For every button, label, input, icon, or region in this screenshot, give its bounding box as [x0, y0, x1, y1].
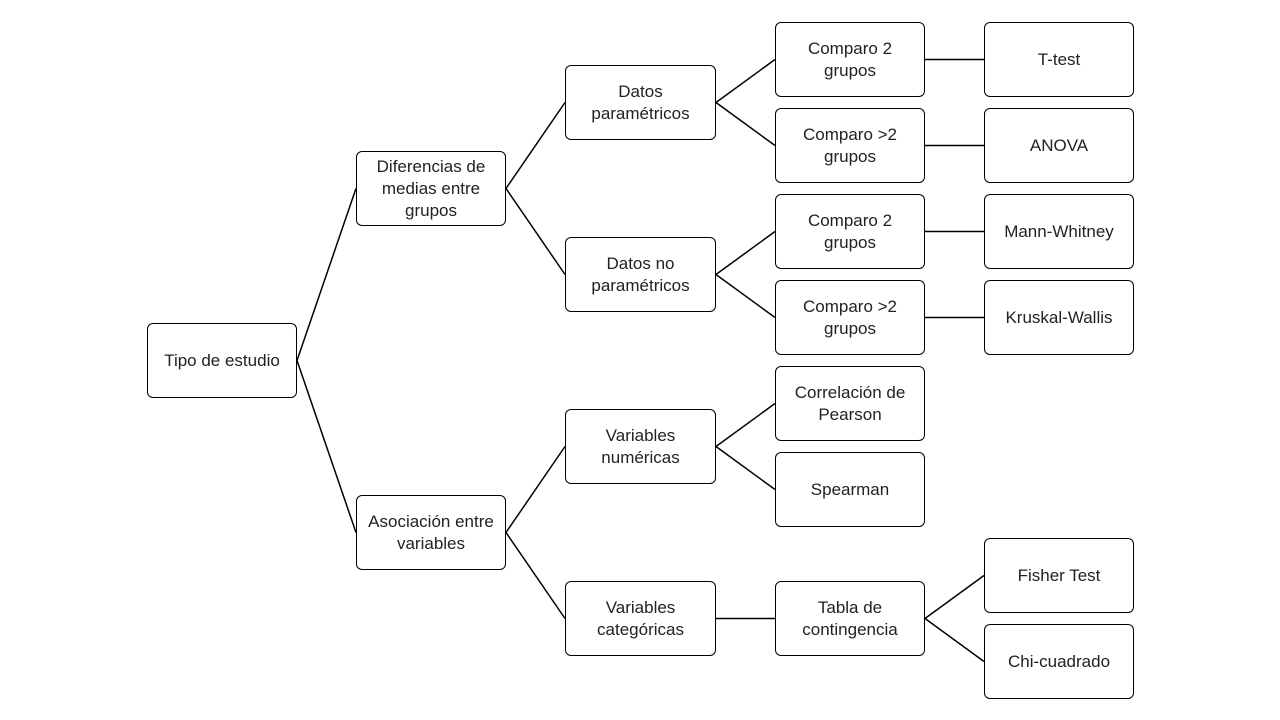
node-parametric-compare-2-groups: Comparo 2 grupos	[775, 22, 925, 97]
connector-diferencias-to-no_parametricos	[505, 188, 566, 275]
node-parametric-compare-more-groups: Comparo >2 grupos	[775, 108, 925, 183]
connector-no_parametricos-to-noparam_mas2	[715, 273, 776, 319]
node-label: Tabla de contingencia	[802, 597, 898, 639]
connector-asociacion-to-categoricas	[505, 532, 566, 619]
node-nonparametric-compare-2-groups: Comparo 2 grupos	[775, 194, 925, 269]
connector-numericas-to-pearson	[715, 402, 776, 448]
node-variables-categoricas: Variables categóricas	[565, 581, 716, 656]
node-variables-numericas: Variables numéricas	[565, 409, 716, 484]
node-fisher-test: Fisher Test	[984, 538, 1134, 613]
node-label: Asociación entre variables	[368, 511, 494, 553]
node-label: Diferencias de medias entre grupos	[376, 156, 486, 220]
node-label: Datos paramétricos	[591, 81, 690, 123]
node-kruskal-wallis: Kruskal-Wallis	[984, 280, 1134, 355]
node-diferencias-de-medias: Diferencias de medias entre grupos	[356, 151, 506, 226]
node-label: T-test	[1037, 49, 1081, 69]
node-label: Fisher Test	[1017, 565, 1101, 585]
connector-asociacion-to-numericas	[505, 446, 566, 533]
node-label: Variables numéricas	[601, 425, 680, 467]
node-label: Variables categóricas	[597, 597, 684, 639]
node-datos-parametricos: Datos paramétricos	[565, 65, 716, 140]
node-correlacion-de-pearson: Correlación de Pearson	[775, 366, 925, 441]
node-label: Kruskal-Wallis	[1005, 307, 1113, 327]
node-datos-no-parametricos: Datos no paramétricos	[565, 237, 716, 312]
node-label: Comparo 2 grupos	[807, 210, 893, 252]
node-label: Comparo >2 grupos	[802, 124, 898, 166]
node-label: Chi-cuadrado	[1007, 651, 1111, 671]
connector-diferencias-to-parametricos	[505, 102, 566, 189]
node-anova: ANOVA	[984, 108, 1134, 183]
connector-parametricos-to-param_mas2	[715, 101, 776, 147]
node-tabla-de-contingencia: Tabla de contingencia	[775, 581, 925, 656]
connector-contingencia-to-fisher	[924, 574, 985, 620]
node-spearman: Spearman	[775, 452, 925, 527]
connector-no_parametricos-to-noparam_2	[715, 230, 776, 276]
node-label: Spearman	[810, 479, 890, 499]
node-label: Mann-Whitney	[1004, 221, 1114, 241]
node-asociacion-entre-variables: Asociación entre variables	[356, 495, 506, 570]
node-label: Datos no paramétricos	[591, 253, 690, 295]
node-label: Tipo de estudio	[164, 350, 280, 370]
node-label: Comparo 2 grupos	[807, 38, 893, 80]
node-nonparametric-compare-more-groups: Comparo >2 grupos	[775, 280, 925, 355]
connector-root-to-diferencias	[296, 188, 357, 361]
connector-root-to-asociacion	[296, 360, 357, 533]
connector-contingencia-to-chi	[924, 617, 985, 663]
node-label: Comparo >2 grupos	[802, 296, 898, 338]
node-tipo-de-estudio: Tipo de estudio	[147, 323, 297, 398]
node-chi-cuadrado: Chi-cuadrado	[984, 624, 1134, 699]
node-label: Correlación de Pearson	[794, 382, 906, 424]
node-label: ANOVA	[1029, 135, 1089, 155]
node-mann-whitney: Mann-Whitney	[984, 194, 1134, 269]
node-t-test: T-test	[984, 22, 1134, 97]
connector-parametricos-to-param_2	[715, 58, 776, 104]
connector-numericas-to-spearman	[715, 445, 776, 491]
